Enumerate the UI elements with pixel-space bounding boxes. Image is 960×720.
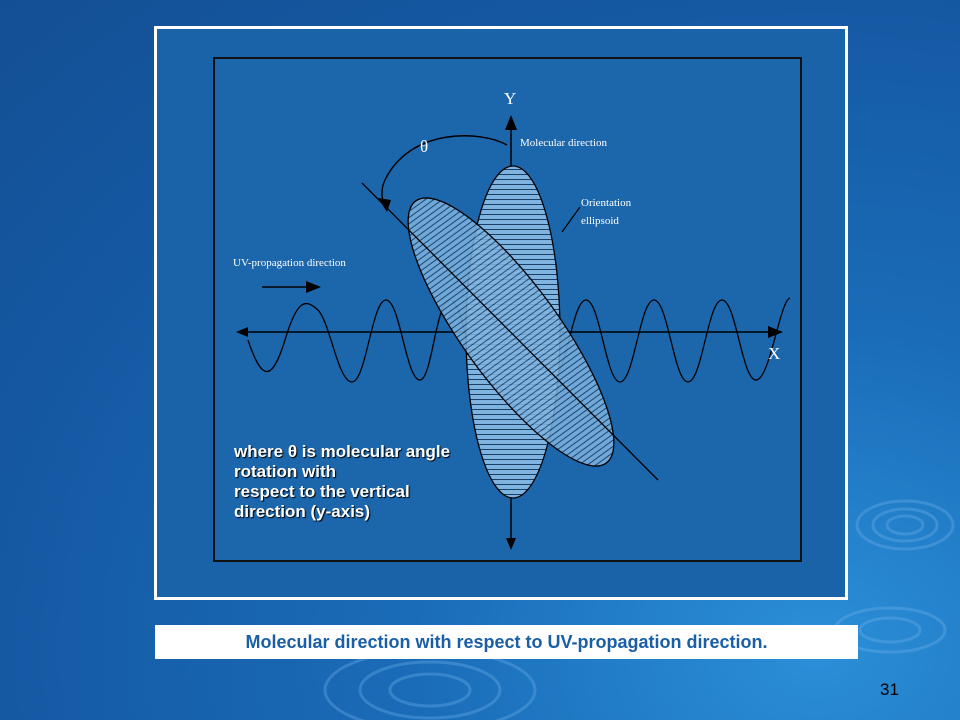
page-number: 31 [880, 680, 899, 699]
note-line-4: direction (y-axis) [234, 502, 371, 521]
note-line-1: where θ is molecular angle [234, 442, 451, 461]
orientation-label-line-1: Orientation [581, 197, 632, 209]
theta-arc [381, 135, 508, 209]
y-axis-label: Y [504, 89, 517, 108]
note-line-2: rotation with [234, 462, 336, 481]
theta-explanation-note: where θ is molecular angle rotation with… [234, 442, 484, 522]
y-axis-bottom-arrow [506, 538, 516, 550]
orientation-ellipsoid-label: Orientation ellipsoid [581, 194, 631, 230]
note-line-3: respect to the vertical [234, 482, 410, 501]
tilted-axis-line [361, 182, 659, 481]
ellipsoid-pointer [561, 206, 581, 233]
caption-bar: Molecular direction with respect to UV-p… [155, 625, 858, 659]
orientation-label-line-2: ellipsoid [581, 215, 619, 227]
theta-label: θ [420, 137, 429, 156]
uv-propagation-label: UV-propagation direction [233, 257, 346, 269]
molecular-direction-label: Molecular direction [520, 137, 608, 149]
x-axis-label: X [768, 344, 781, 363]
x-axis-left-arrow [236, 327, 248, 337]
slide-caption: Molecular direction with respect to UV-p… [245, 631, 768, 652]
theta-arc-arrowhead [378, 198, 391, 212]
